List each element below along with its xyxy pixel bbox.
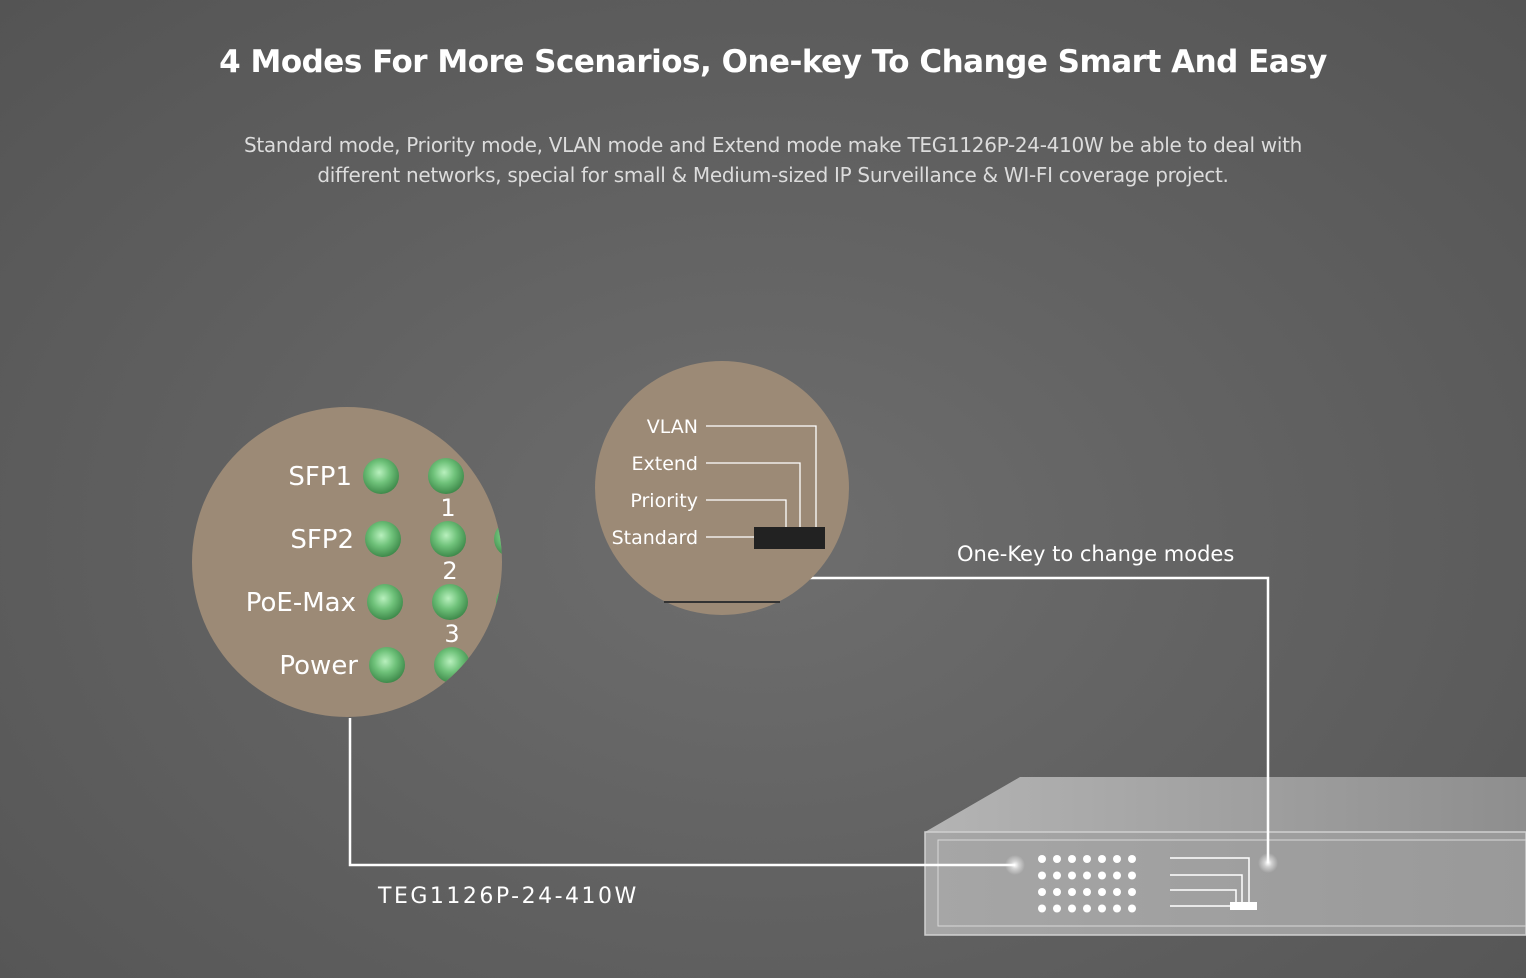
port-dot [1083,871,1091,880]
page-description: Standard mode, Priority mode, VLAN mode … [243,133,1302,187]
port-dot [1053,904,1061,913]
port-dots [1038,855,1136,913]
led-label-sfp1: SFP1 [288,462,352,492]
mode-label-priority: Priority [630,490,698,512]
port-dot [1098,871,1106,880]
port-dot [1113,904,1121,913]
switch-illustration [924,777,1526,936]
mode-switch-lines [1170,857,1250,907]
led-panel-zoom: SFP1 SFP2 PoE-Max Power 1 2 3 [192,407,502,717]
port-dot [1113,888,1121,896]
mode-label-standard: Standard [612,527,698,549]
port-dot [1128,888,1136,896]
port-dot [1128,871,1136,880]
model-name: TEG1126P-24-410W [377,884,639,909]
port-dot [1038,888,1046,896]
port-dot [1083,904,1091,913]
port-dot [1038,904,1046,913]
port-dot [1128,855,1136,863]
mode-label-extend: Extend [632,453,699,475]
port-number-2: 2 [442,557,457,585]
port-dot [1098,855,1106,863]
led-callout-line [348,718,1015,867]
port-dot [1068,855,1076,863]
port-dot [1068,871,1076,880]
mode-callout-line [810,576,1270,863]
port-dot [1113,855,1121,863]
port-dot [1098,888,1106,896]
port-dot [1053,871,1061,880]
port-dot [1083,855,1091,863]
port-number-3: 3 [444,620,459,648]
port-dot [1083,888,1091,896]
led-label-sfp2: SFP2 [290,525,354,555]
port-dot [1053,855,1061,863]
port-dot [1068,888,1076,896]
mode-panel-zoom: VLAN Extend Priority Standard [595,361,849,615]
port-dot [1113,871,1121,880]
port-dot [1038,871,1046,880]
port-dot [1038,855,1046,863]
mode-button [1230,902,1257,910]
led-label-power: Power [279,651,358,681]
mode-switch [754,527,825,549]
page-title: 4 Modes For More Scenarios, One-key To C… [219,44,1327,80]
mode-label-vlan: VLAN [647,416,698,438]
port-dot [1053,888,1061,896]
port-dot [1068,904,1076,913]
port-number-1: 1 [440,494,455,522]
port-dot [1128,904,1136,913]
led-label-poe-max: PoE-Max [246,588,356,618]
port-dot [1098,904,1106,913]
one-key-callout: One-Key to change modes [957,542,1234,566]
